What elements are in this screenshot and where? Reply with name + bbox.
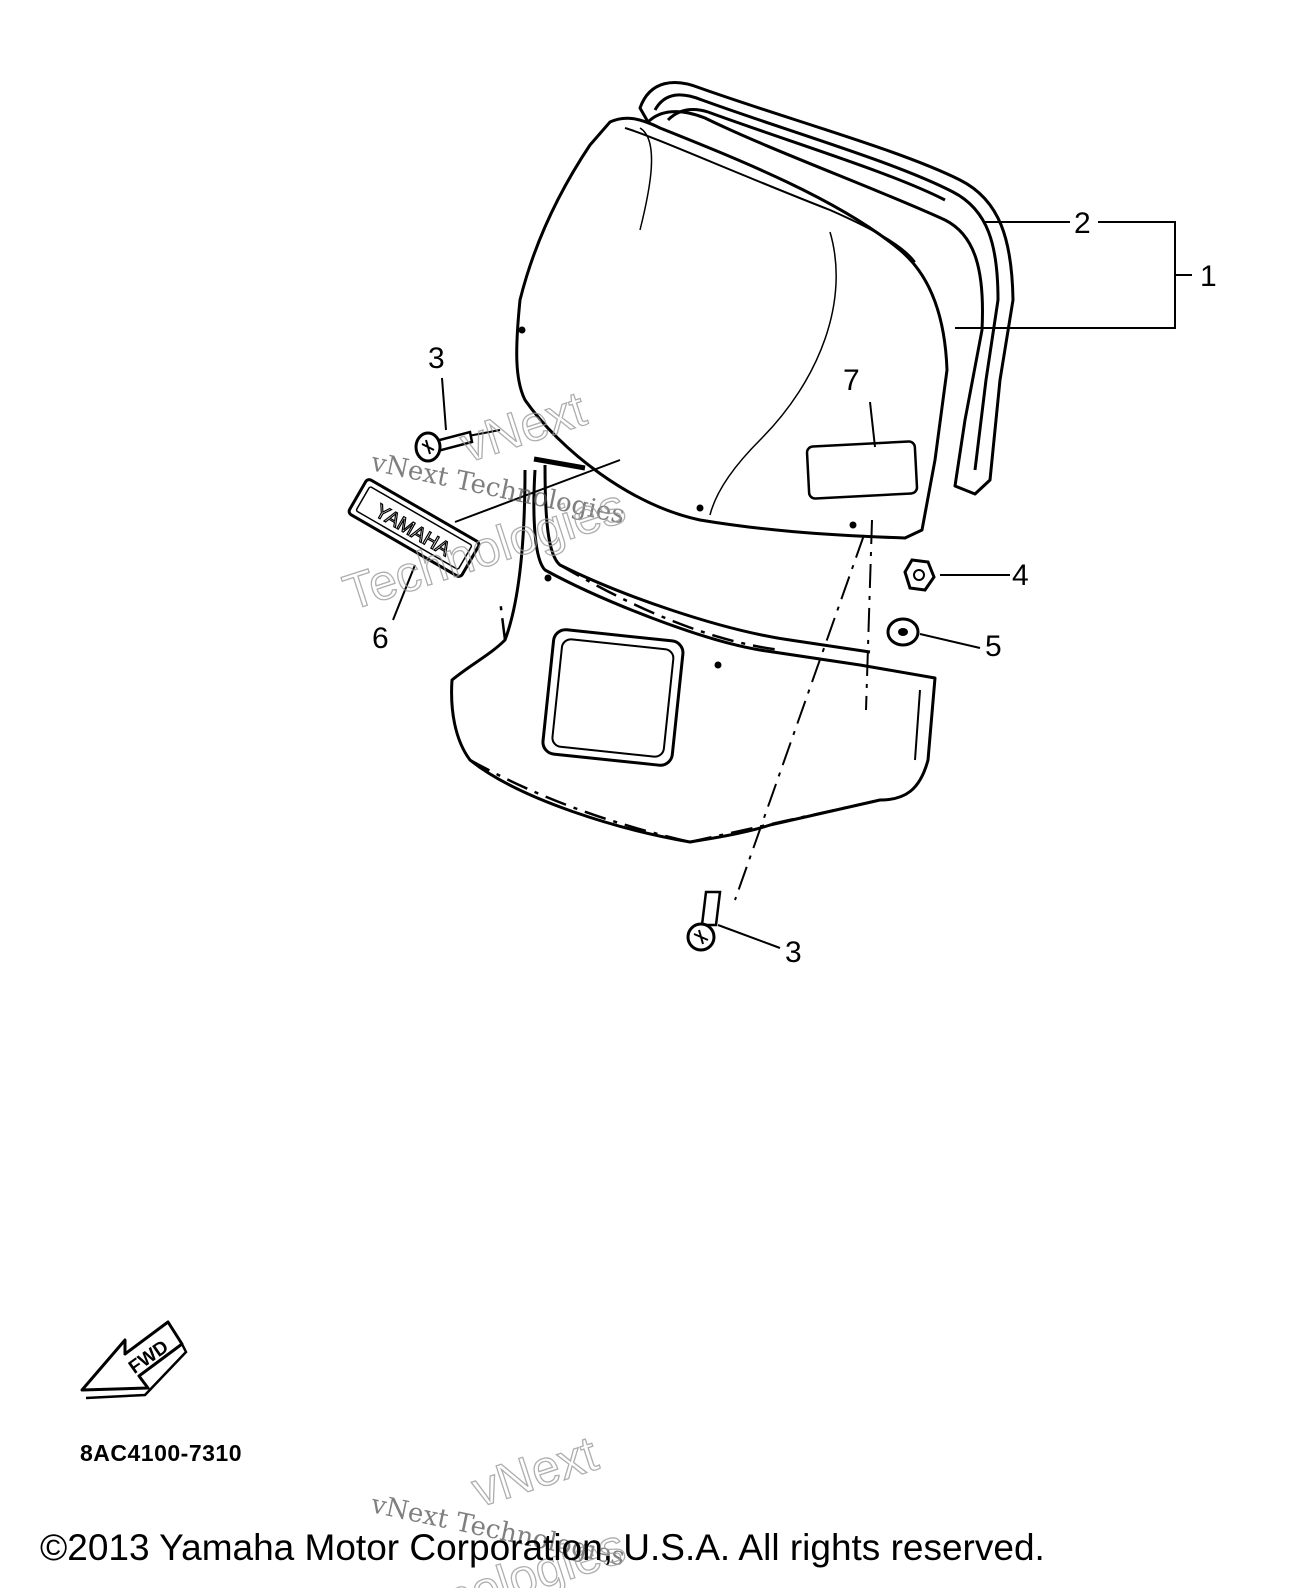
callout-1: 1 <box>1200 260 1217 293</box>
callout-7: 7 <box>843 364 860 397</box>
leader-lines <box>392 221 1192 949</box>
svg-text:vNext: vNext <box>465 1425 604 1518</box>
callout-2: 2 <box>1074 207 1091 240</box>
windshield[interactable] <box>515 116 949 540</box>
callout-4: 4 <box>1012 559 1029 592</box>
bolt-upper[interactable] <box>414 430 474 463</box>
washer[interactable] <box>886 617 920 647</box>
caution-label[interactable] <box>805 440 919 500</box>
bolt-lower[interactable] <box>686 890 722 952</box>
fwd-arrow: FWD <box>80 1320 188 1400</box>
windshield-trim[interactable] <box>638 81 1015 496</box>
callout-3-lower: 3 <box>785 936 802 969</box>
callout-5: 5 <box>985 630 1002 663</box>
phantom-lines <box>469 563 881 844</box>
nut[interactable] <box>903 558 936 592</box>
callout-6: 6 <box>372 622 389 655</box>
callout-3-upper: 3 <box>428 342 445 375</box>
diagram-code: 8AC4100-7310 <box>80 1440 243 1466</box>
copyright-notice: ©2013 Yamaha Motor Corporation, U.S.A. A… <box>40 1527 1045 1568</box>
